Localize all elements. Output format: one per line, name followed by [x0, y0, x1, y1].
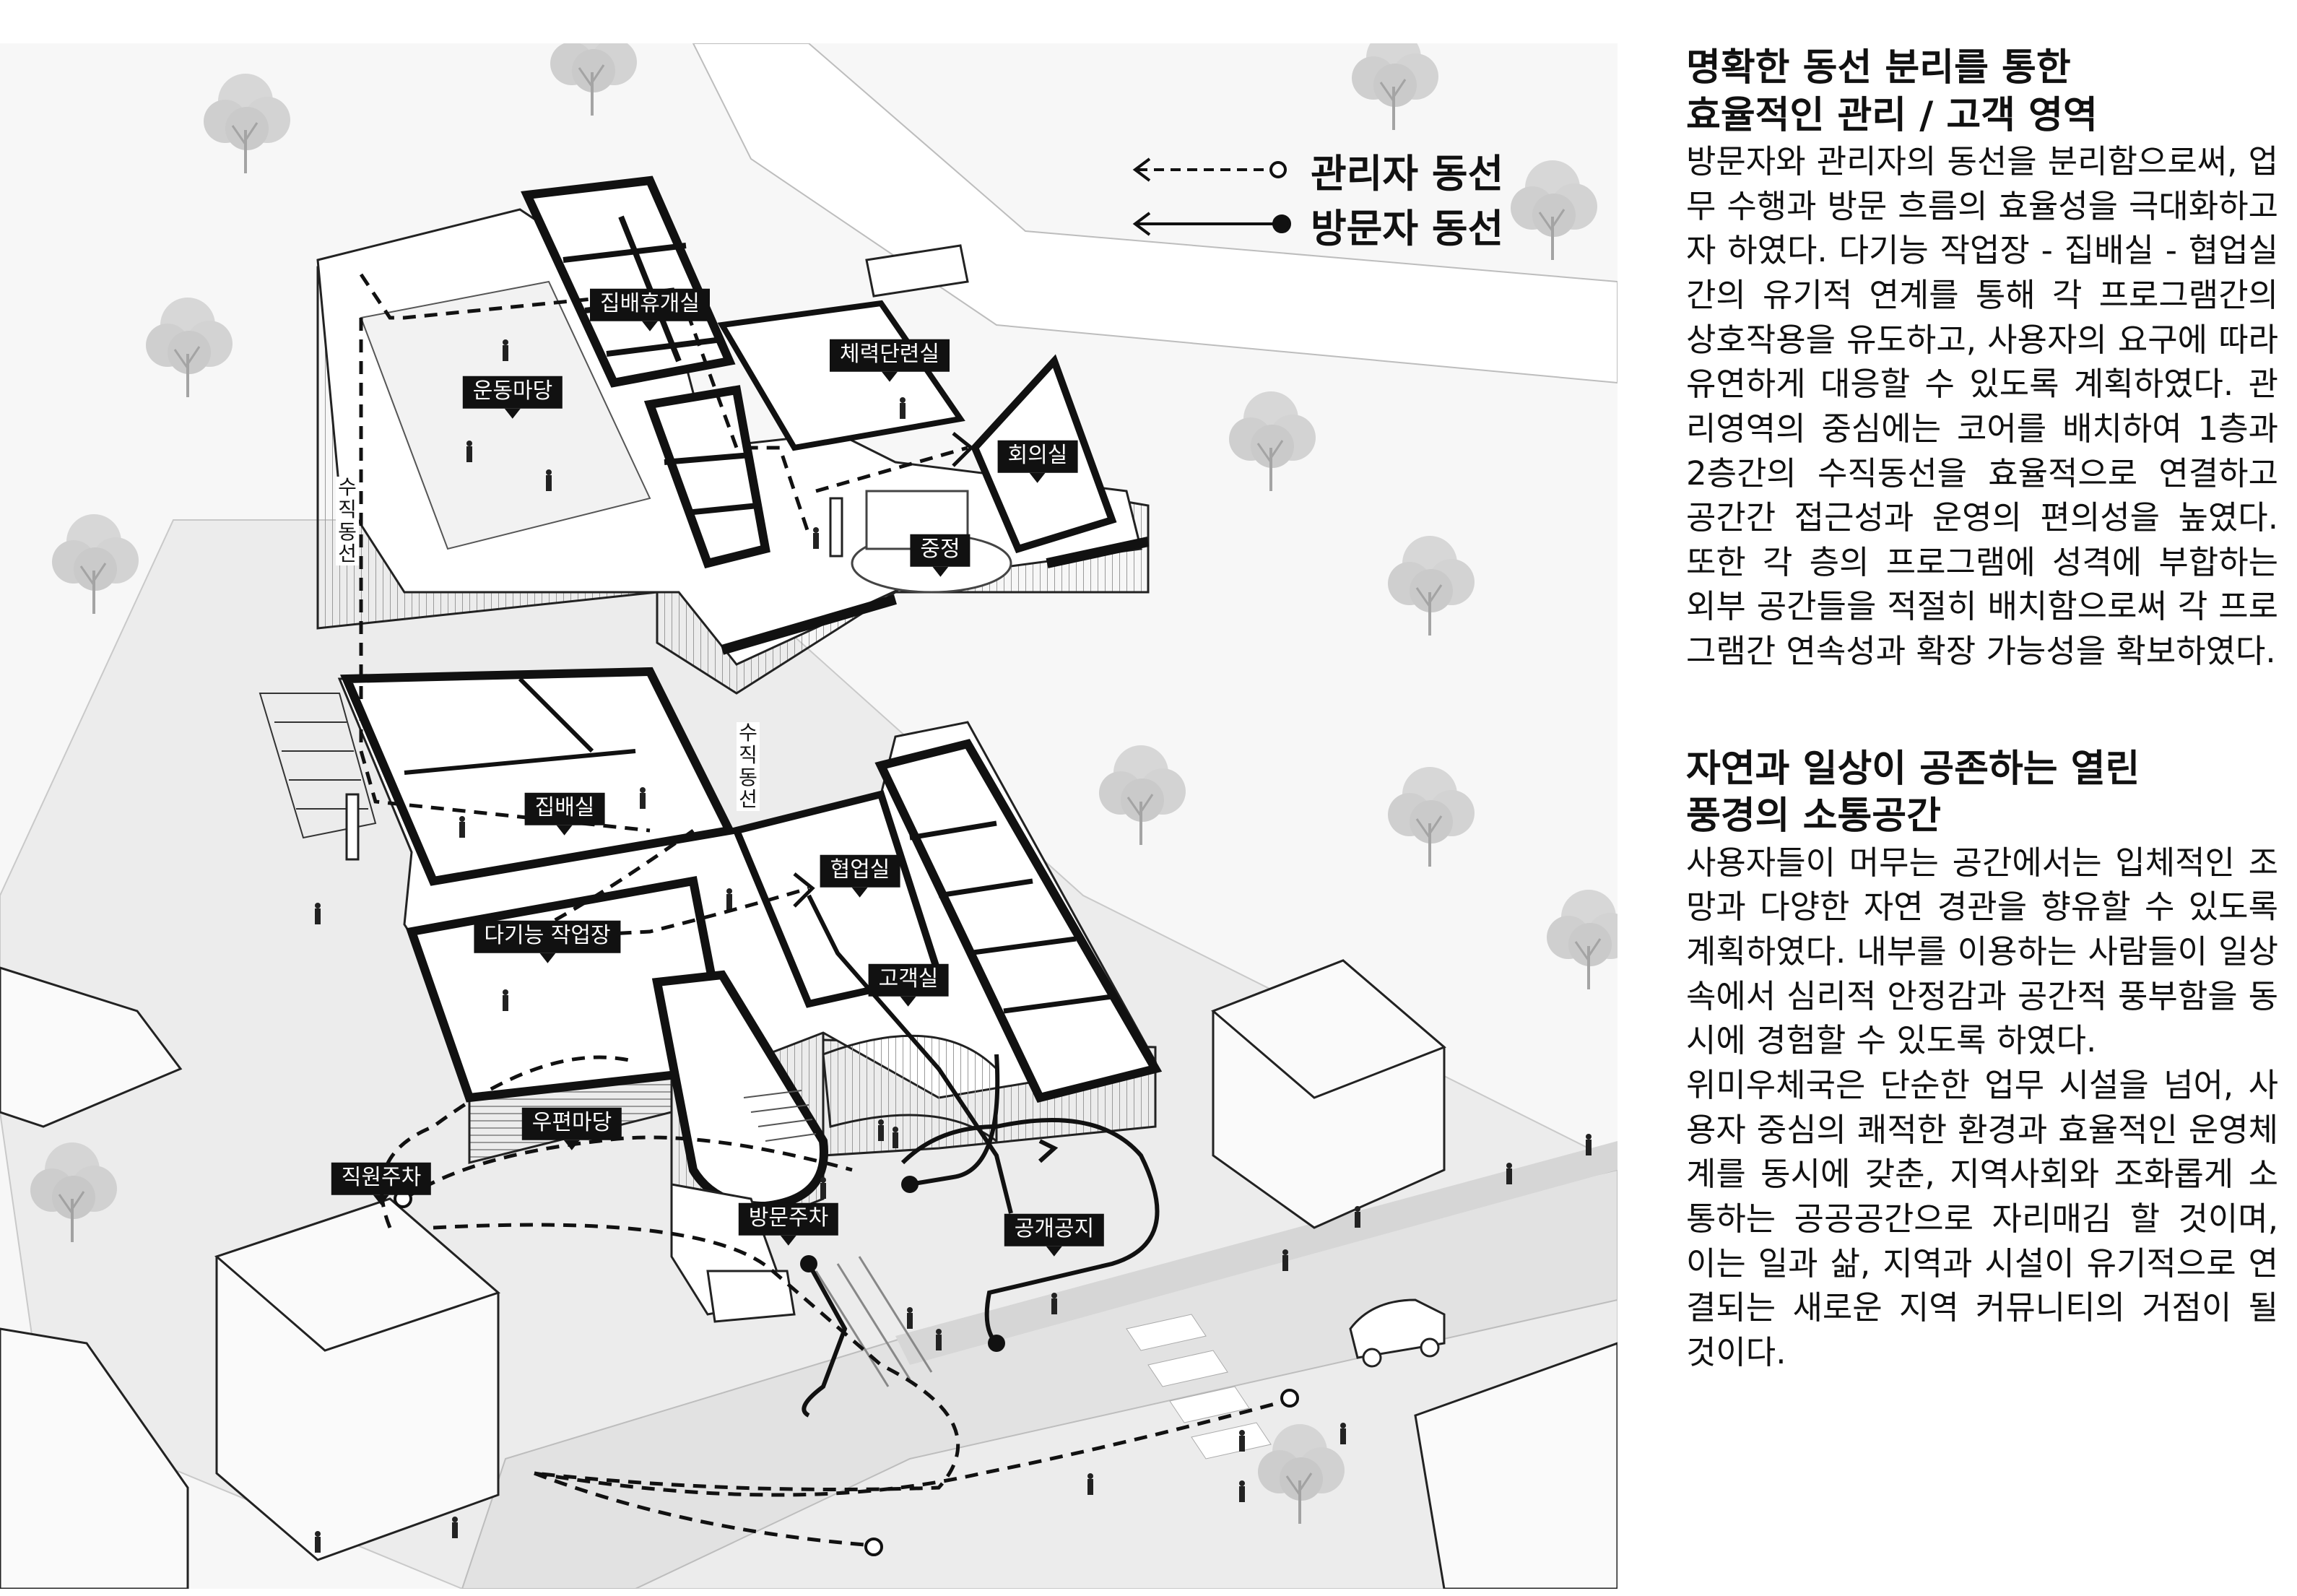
- room-label-cowork: 협업실: [820, 854, 900, 888]
- legend-visitor-label: 방문자 동선: [1311, 206, 1504, 251]
- car: [1349, 1298, 1446, 1368]
- room-label-staff-parking: 직원주차: [331, 1162, 432, 1195]
- mail-truck: [670, 1183, 796, 1323]
- axonometric-diagram: 관리자 동선 방문자 동선 수직동선 수직동선 집배휴개실 운동마당 체력단련실…: [0, 14, 1635, 1590]
- parking-stripes: [815, 1256, 933, 1387]
- room-label-postal-yard: 우편마당: [521, 1107, 622, 1140]
- legend-manager-label: 관리자 동선: [1311, 151, 1504, 196]
- visitor-flow-arrows: [1038, 1139, 1059, 1163]
- room-label-jipbae-rest: 집배휴개실: [590, 288, 710, 321]
- description-panel: 명확한 동선 분리를 통한 효율적인 관리 / 고객 영역 방문자와 관리자의 …: [1686, 45, 2278, 1374]
- axonometric-drawing: [0, 14, 1635, 1590]
- legend-visitor-symbol: [1132, 212, 1291, 236]
- neighbour-buildings: [0, 959, 1619, 1590]
- section-title-landscape: 자연과 일상이 공존하는 열린 풍경의 소통공간: [1686, 747, 2140, 838]
- flow-endpoints: [394, 1189, 1299, 1556]
- legend-manager-symbol: [1132, 157, 1287, 182]
- room-label-visitor-parking: 방문주차: [738, 1202, 839, 1236]
- description-section-circulation: 명확한 동선 분리를 통한 효율적인 관리 / 고객 영역 방문자와 관리자의 …: [1686, 45, 2278, 674]
- room-label-fitness: 체력단련실: [830, 339, 950, 372]
- sidewalk: [895, 1141, 1618, 1365]
- section-title-circulation: 명확한 동선 분리를 통한 효율적인 관리 / 고객 영역: [1686, 46, 2098, 137]
- room-label-public-space: 공개공지: [1004, 1213, 1105, 1246]
- vertical-circulation-label-lower: 수직동선: [737, 721, 760, 812]
- manager-flow-arrows: [793, 432, 974, 908]
- room-label-customer: 고객실: [868, 963, 949, 997]
- room-label-courtyard: 중정: [910, 534, 971, 567]
- vertical-circulation-label-upper: 수직동선: [336, 476, 359, 566]
- visitor-flow-dots: [800, 1176, 1005, 1352]
- description-section-landscape: 자연과 일상이 공존하는 열린 풍경의 소통공간 사용자들이 머무는 공간에서는…: [1686, 746, 2278, 1375]
- room-label-meeting: 회의실: [997, 440, 1078, 473]
- visitor-flow-lines: [802, 894, 1160, 1418]
- room-label-jipbae: 집배실: [524, 792, 605, 825]
- section-body-landscape: 사용자들이 머무는 공간에서는 입체적인 조망과 다양한 자연 경관을 향유할 …: [1686, 843, 2278, 1371]
- section-body-circulation: 방문자와 관리자의 동선을 분리함으로써, 업무 수행과 방문 흐름의 효율성을…: [1686, 142, 2278, 671]
- room-label-multi-workshop: 다기능 작업장: [474, 920, 621, 953]
- lower-building: [259, 497, 1163, 1229]
- room-label-exercise-yard: 운동마당: [462, 376, 563, 409]
- crosswalk: [1126, 1314, 1272, 1460]
